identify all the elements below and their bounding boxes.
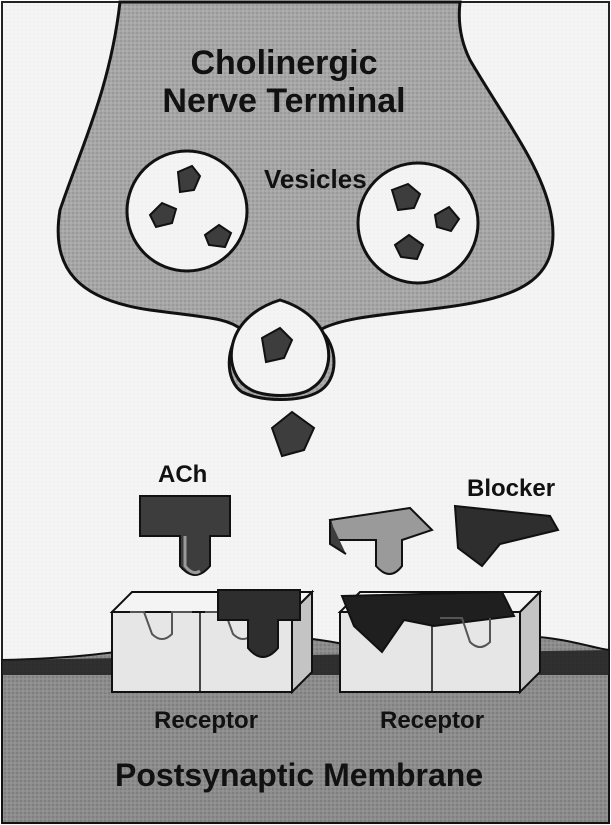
vesicle-left <box>127 151 247 271</box>
membrane-label: Postsynaptic Membrane <box>115 757 483 793</box>
terminal-title-line1: Cholinergic <box>190 44 377 82</box>
vesicles-label: Vesicles <box>264 164 367 194</box>
terminal-title-line2: Nerve Terminal <box>162 82 405 120</box>
vesicle-right <box>358 163 478 283</box>
receptor-label-left: Receptor <box>154 707 258 734</box>
ach-label: ACh <box>158 461 207 488</box>
receptor-label-right: Receptor <box>380 707 484 734</box>
blocker-label: Blocker <box>467 475 555 502</box>
